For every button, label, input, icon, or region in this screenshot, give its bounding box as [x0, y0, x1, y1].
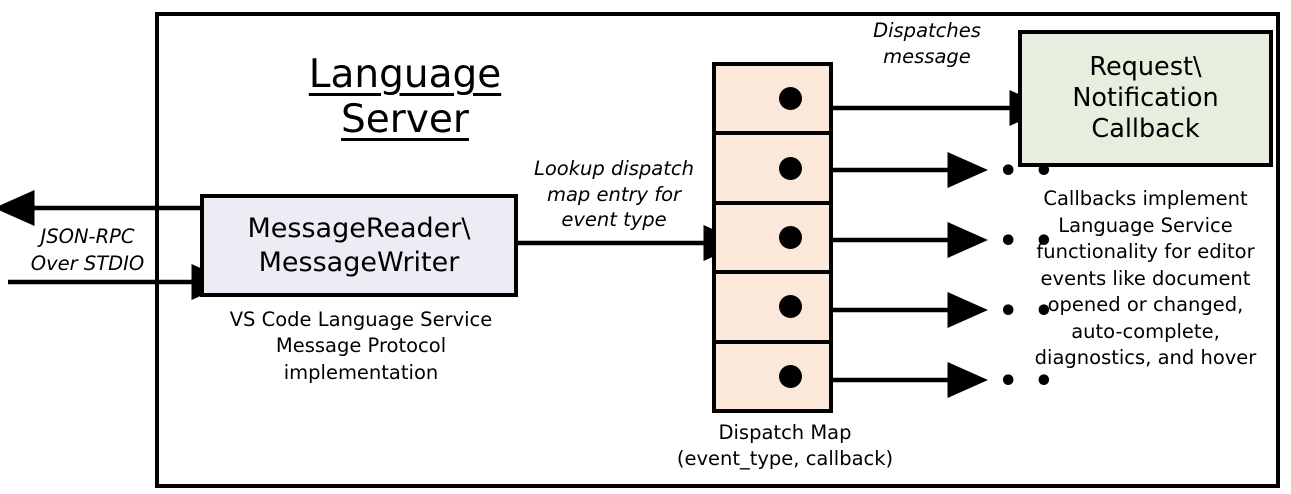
dispatch-map-row[interactable] [716, 344, 829, 409]
request-notification-callback-box[interactable]: Request\ Notification Callback [1018, 30, 1273, 167]
page-title: Language Server [308, 52, 502, 143]
dispatch-map-row[interactable] [716, 66, 829, 136]
callback-dot-icon [779, 295, 802, 319]
dispatch-map-row[interactable] [716, 205, 829, 275]
lookup-dispatch-label: Lookup dispatch map entry for event type [534, 157, 694, 232]
jsonrpc-channel-label: JSON-RPC Over STDIO [30, 225, 145, 275]
ellipsis-row-3: • • • [963, 224, 1057, 259]
callback-dot-icon [779, 364, 802, 388]
dispatch-map-caption: Dispatch Map (event_type, callback) [676, 421, 894, 471]
dispatch-map-row[interactable] [716, 135, 829, 205]
callback-dot-icon [779, 156, 802, 180]
message-reader-writer-label: MessageReader\ MessageWriter [247, 213, 471, 278]
ellipsis-row-5: • • • [963, 364, 1057, 399]
language-server-boundary [155, 12, 1280, 488]
ellipsis-row-2: • • • [963, 154, 1057, 189]
callback-dot-icon [779, 87, 802, 111]
callback-dot-icon [779, 226, 802, 250]
ellipsis-row-4: • • • [963, 294, 1057, 329]
dispatch-map-row[interactable] [716, 274, 829, 344]
dispatch-map-table[interactable] [712, 62, 833, 413]
callback-description-caption: Callbacks implement Language Service fun… [1034, 187, 1257, 370]
message-reader-writer-box[interactable]: MessageReader\ MessageWriter [200, 194, 518, 297]
message-module-caption: VS Code Language Service Message Protoco… [229, 308, 493, 384]
request-notification-callback-label: Request\ Notification Callback [1072, 51, 1219, 145]
dispatches-message-label: Dispatches message [873, 19, 981, 68]
